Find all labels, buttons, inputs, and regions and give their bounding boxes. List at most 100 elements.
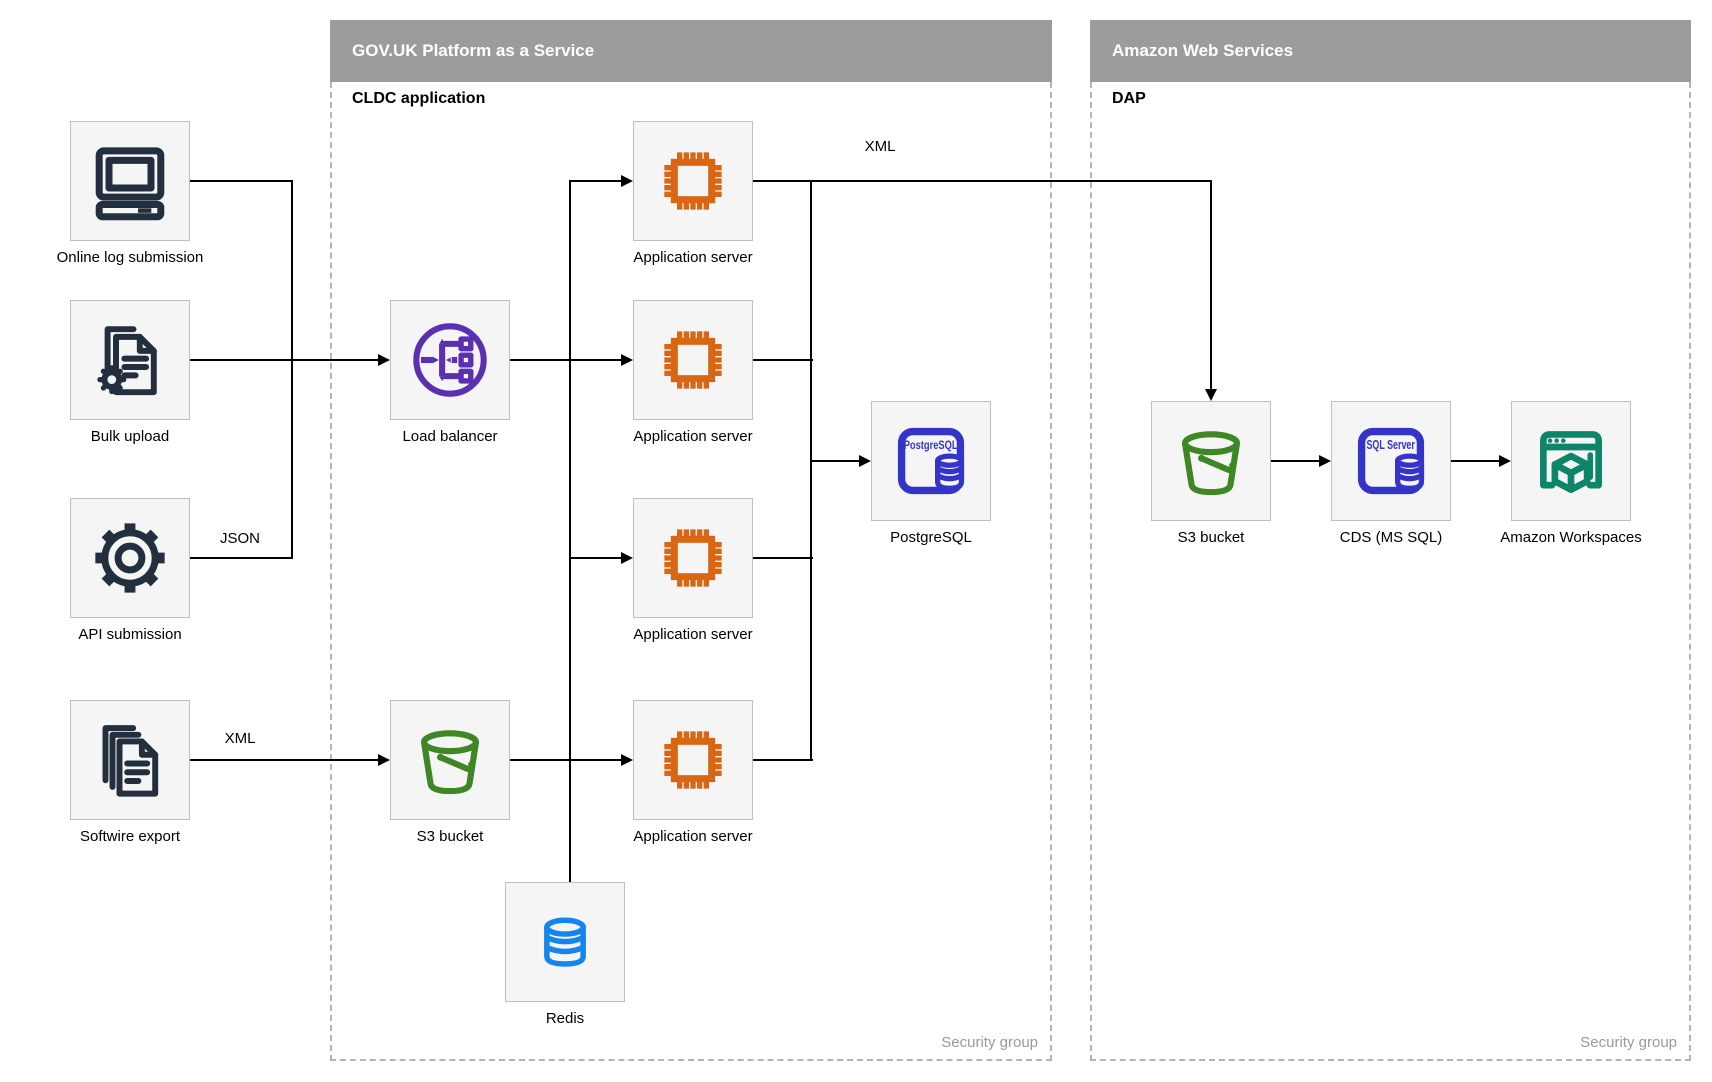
node-label: Load balancer [402,428,498,445]
database-cylinder-icon [544,917,586,967]
govuk-paas-header: GOV.UK Platform as a Service [330,20,1052,82]
govuk-security-group-label: Security group [941,1034,1038,1051]
xml-edge-label-softwire: XML [224,730,256,747]
node-app-server-1: Application server [633,121,753,266]
node-box [390,300,510,420]
edge-bus-to-app1 [570,180,621,182]
node-box [70,300,190,420]
node-box [505,882,625,1002]
node-redis: Redis [505,882,625,1027]
cldc-application-label: CLDC application [352,90,486,107]
sql-server-icon-text: SQL Server [1367,438,1415,452]
postgresql-icon-text: PostgreSQL [904,440,958,452]
edge-bus-to-app3 [570,557,621,559]
node-amazon-workspaces: Amazon Workspaces [1500,401,1642,546]
edge-s3-to-app4 [510,759,621,761]
desktop-computer-icon [95,147,165,221]
node-label: Redis [545,1010,585,1027]
node-label: Bulk upload [90,428,170,445]
edge-app4-out [753,759,813,761]
gear-icon [95,523,165,593]
json-edge-label: JSON [219,530,260,547]
arrowhead-into-cds [1319,455,1331,467]
bucket-icon [420,730,480,795]
dap-label: DAP [1112,90,1146,107]
edge-xml-down-to-aws-s3 [1210,180,1212,389]
aws-security-group: Amazon Web Services DAP Security group [1090,20,1691,1061]
node-label: Application server [633,626,753,643]
node-app-server-2: Application server [633,300,753,445]
node-box [390,700,510,820]
edge-softwire-to-s3 [190,759,380,761]
node-app-server-3: Application server [633,498,753,643]
node-label: Online log submission [56,249,204,266]
govuk-paas-security-group: GOV.UK Platform as a Service CLDC applic… [330,20,1052,1061]
node-postgresql: PostgreSQL PostgreSQL [871,401,991,546]
node-bulk-upload: Bulk upload [70,300,190,445]
node-label: S3 bucket [1177,529,1245,546]
arrowhead-into-app-server-3 [621,552,633,564]
edge-bus-vertical [569,180,571,884]
cpu-chip-icon [664,529,722,587]
govuk-paas-body: CLDC application Security group [330,82,1052,1061]
aws-security-group-label: Security group [1580,1034,1677,1051]
edge-to-postgresql [811,460,859,462]
node-box [70,121,190,241]
node-softwire-export: Softwire export [70,700,190,845]
bucket-icon [1181,431,1241,496]
arrowhead-into-app-server-4 [621,754,633,766]
node-label: Application server [633,249,753,266]
aws-header: Amazon Web Services [1090,20,1691,82]
stacked-documents-icon [102,725,159,797]
arrowhead-into-postgresql [859,455,871,467]
node-box: PostgreSQL [871,401,991,521]
node-box [633,498,753,618]
cpu-chip-icon [664,731,722,789]
edge-collector-vertical [810,180,812,761]
edge-merge-vertical [291,180,293,559]
edge-app3-out [753,557,813,559]
cpu-chip-icon [664,152,722,210]
node-label: S3 bucket [416,828,484,845]
node-label: Application server [633,428,753,445]
node-s3-bucket-aws: S3 bucket [1151,401,1271,546]
document-gear-icon [97,326,157,396]
node-label: Amazon Workspaces [1500,529,1642,546]
postgresql-database-icon: PostgreSQL [897,427,965,495]
node-online-log-submission: Online log submission [57,121,203,266]
node-label: CDS (MS SQL) [1339,529,1443,546]
browser-cube-icon [1540,431,1602,494]
edge-s3-to-cds [1271,460,1319,462]
elastic-load-balancer-icon [413,323,487,397]
arrowhead-into-aws-s3 [1205,389,1217,401]
node-label: PostgreSQL [890,529,972,546]
node-api-submission: API submission [70,498,190,643]
edge-cds-to-workspaces [1451,460,1499,462]
arrowhead-into-app-server-2 [621,354,633,366]
arrowhead-into-app-server-1 [621,175,633,187]
node-box [1151,401,1271,521]
sql-server-database-icon: SQL Server [1357,427,1425,495]
edge-app1-xml-to-aws [753,180,1212,182]
node-app-server-4: Application server [633,700,753,845]
node-box [1511,401,1631,521]
node-box [70,700,190,820]
node-s3-bucket-govuk: S3 bucket [390,700,510,845]
edge-online-log-out [190,180,292,182]
node-box [70,498,190,618]
node-box [633,700,753,820]
node-box [633,300,753,420]
edge-bulk-upload-to-lb [190,359,380,361]
node-box: SQL Server [1331,401,1451,521]
arrowhead-into-workspaces [1499,455,1511,467]
aws-body: DAP Security group [1090,82,1691,1061]
node-cds-mssql: SQL Server CDS (MS SQL) [1331,401,1451,546]
arrowhead-into-load-balancer [378,354,390,366]
arrowhead-into-s3-bucket [378,754,390,766]
edge-api-submission-out [190,557,292,559]
node-label: Application server [633,828,753,845]
xml-edge-label-aws: XML [864,138,896,155]
node-load-balancer: Load balancer [390,300,510,445]
edge-app2-out [753,359,813,361]
